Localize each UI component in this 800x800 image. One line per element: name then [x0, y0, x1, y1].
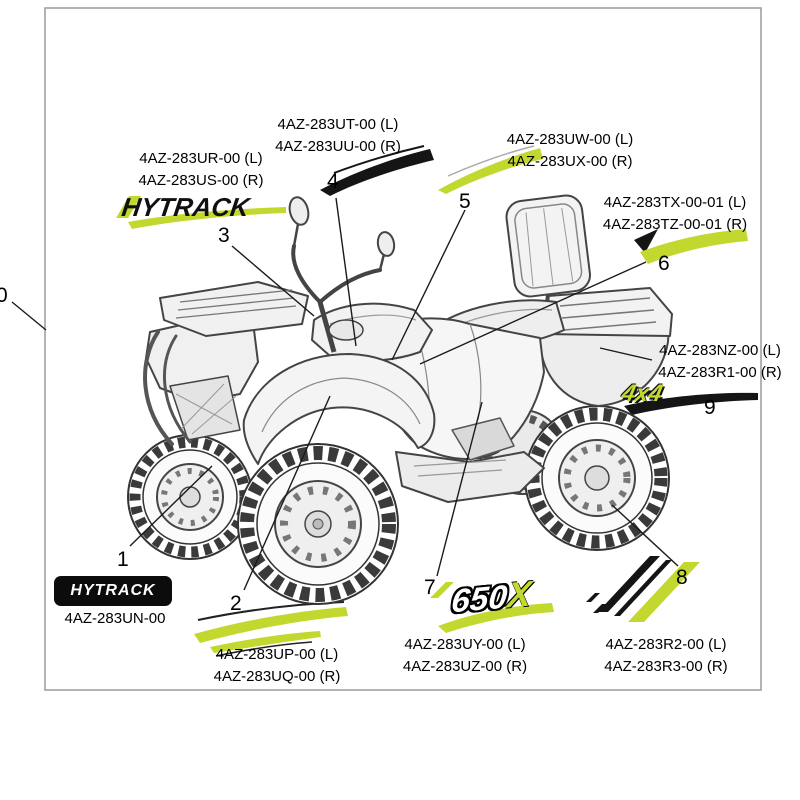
part-number: 4AZ-283NZ-00 (L): [659, 342, 781, 359]
leader-2: [243, 395, 331, 591]
part-number: 4AZ-283UN-00: [64, 610, 166, 627]
seat-backrest: [505, 194, 591, 298]
steering-column: [317, 301, 337, 353]
callout-number-6: 6: [658, 252, 670, 275]
bumper-tube-inner: [162, 334, 192, 444]
part-number: 4AZ-283R3-00 (R): [604, 658, 728, 675]
callout-number-7: 7: [424, 576, 436, 599]
part-number: 4AZ-283UW-00 (L): [506, 131, 634, 148]
part-number: 4AZ-283TX-00-01 (L): [603, 194, 747, 211]
decal-650x-accent: [430, 582, 554, 633]
part-number: 4AZ-283R1-00 (R): [658, 364, 782, 381]
handlebar-right: [318, 268, 382, 304]
part-number: 4AZ-283UU-00 (R): [275, 138, 401, 155]
callout-3-parts: 4AZ-283UR-00 (L) 4AZ-283US-00 (R): [120, 148, 282, 192]
atv-illustration: [127, 194, 673, 605]
callout-number-8: 8: [676, 566, 688, 589]
wheel-front-far: [127, 434, 253, 560]
headlight-pod: [328, 319, 364, 341]
part-number: 4AZ-283R2-00 (L): [605, 636, 727, 653]
decal-x-letter: X: [505, 572, 534, 616]
decal-4x4-swoosh: [624, 392, 758, 415]
leader-1: [129, 465, 213, 547]
hytrack-logo: HYTRACK: [119, 192, 252, 222]
decal-650-number: 650: [449, 577, 509, 620]
callout-4-parts: 4AZ-283UT-00 (L) 4AZ-283UU-00 (R): [262, 114, 414, 158]
leader-4: [335, 197, 357, 347]
leader-0: [11, 301, 47, 331]
rear-rack-slats: [559, 297, 657, 331]
wheel-front-near: [237, 443, 399, 605]
hytrack-badge-text: HYTRACK: [70, 582, 156, 599]
decal-swoosh-6: [634, 229, 748, 264]
callout-number-2: 2: [230, 592, 242, 615]
part-number: 4AZ-283UR-00 (L): [139, 150, 263, 167]
callout-number-3: 3: [218, 224, 230, 247]
front-fender: [242, 353, 436, 465]
callout-1-parts: 4AZ-283UN-00: [50, 608, 180, 630]
leader-3: [231, 245, 315, 317]
frame-border: [44, 7, 762, 691]
front-rack-slats: [175, 289, 297, 319]
callout-2-parts: 4AZ-283UP-00 (L) 4AZ-283UQ-00 (R): [198, 644, 356, 688]
callout-number-4: 4: [327, 170, 339, 193]
mirror-stem-left: [292, 223, 300, 247]
part-number: 4AZ-283UQ-00 (R): [213, 668, 341, 685]
callout-number-5: 5: [459, 190, 471, 213]
grille: [169, 375, 241, 441]
handlebar-left: [291, 244, 322, 304]
callout-5-parts: 4AZ-283UW-00 (L) 4AZ-283UX-00 (R): [494, 129, 646, 173]
leader-9: [599, 347, 653, 361]
front-fender-seam: [261, 377, 421, 433]
callout-8-parts: 4AZ-283R2-00 (L) 4AZ-283R3-00 (R): [586, 634, 746, 678]
callout-number-0: 0: [0, 284, 8, 307]
part-number: 4AZ-283TZ-00-01 (R): [602, 216, 748, 233]
grille-mesh: [175, 383, 237, 435]
body-recess: [451, 417, 515, 461]
mirror-right: [376, 231, 396, 257]
mirror-left: [288, 196, 310, 226]
leader-7: [436, 401, 483, 577]
mirror-stem-right: [378, 253, 386, 271]
decal-swoosh-4: [320, 145, 434, 196]
callout-number-9: 9: [704, 396, 716, 419]
decal-4x4-text: 4x4: [619, 380, 666, 407]
part-number: 4AZ-283UZ-00 (R): [402, 658, 528, 675]
decal-logo-accent: [116, 196, 286, 229]
callout-6-parts: 4AZ-283TX-00-01 (L) 4AZ-283TZ-00-01 (R): [590, 192, 760, 236]
leader-lines: [11, 197, 679, 591]
decal-swoosh-5: [438, 145, 543, 194]
leader-5: [391, 209, 466, 361]
footboard-ribs: [413, 459, 507, 477]
front-rack: [159, 281, 309, 337]
decal-650x-text: 650X: [450, 573, 534, 622]
callout-number-1: 1: [117, 548, 129, 571]
bumper-tube-outer: [143, 330, 174, 446]
hytrack-badge: HYTRACK: [54, 576, 172, 606]
decal-stripes-8: [586, 556, 700, 622]
part-number: 4AZ-283UP-00 (L): [215, 646, 339, 663]
part-number: 4AZ-283UY-00 (L): [404, 636, 526, 653]
callout-9-parts: 4AZ-283NZ-00 (L) 4AZ-283R1-00 (R): [650, 340, 790, 384]
wheel-rear-near: [524, 405, 670, 551]
decal-side-swoosh-2: [194, 601, 348, 657]
leader-8: [611, 504, 679, 567]
part-number: 4AZ-283UT-00 (L): [277, 116, 399, 133]
part-number: 4AZ-283US-00 (R): [138, 172, 264, 189]
leader-6: [419, 261, 647, 365]
callout-7-parts: 4AZ-283UY-00 (L) 4AZ-283UZ-00 (R): [385, 634, 545, 678]
part-number: 4AZ-283UX-00 (R): [507, 153, 633, 170]
